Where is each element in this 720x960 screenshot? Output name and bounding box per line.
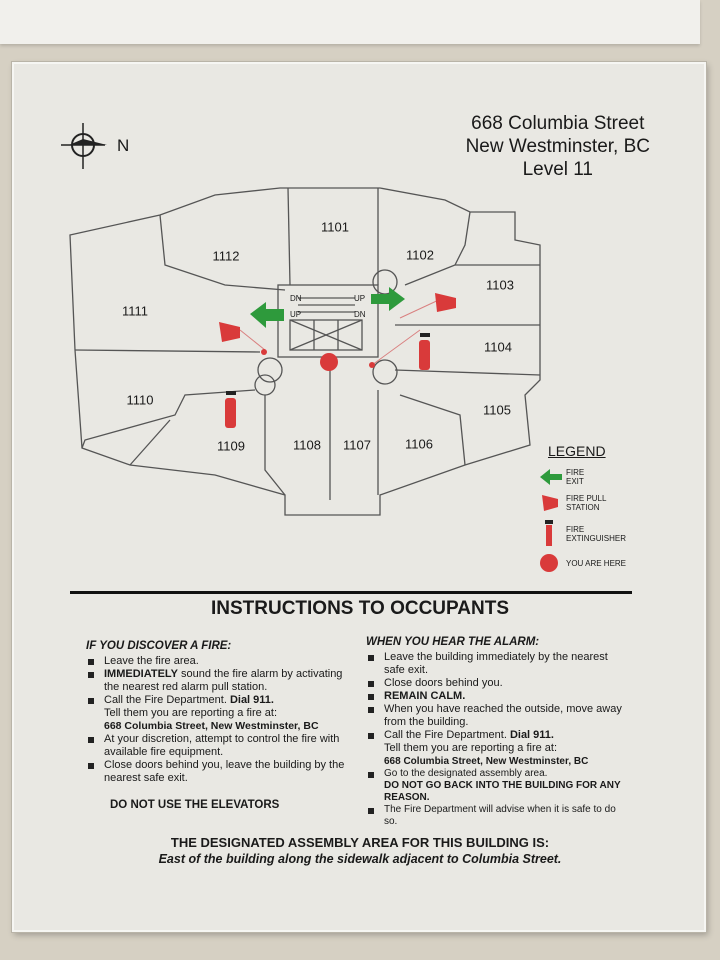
legend-label: FIRE: [566, 468, 585, 477]
instruction-item: IMMEDIATELY sound the fire alarm by acti…: [86, 668, 346, 694]
instruction-item: At your discretion, attempt to control t…: [86, 733, 346, 759]
divider: [70, 591, 632, 594]
compass-north-label: N: [117, 136, 130, 155]
room-label: 1102: [406, 247, 434, 263]
fire-pull-station-icon: [435, 293, 456, 312]
you-are-here-icon: [540, 554, 558, 572]
instructions-title: INSTRUCTIONS TO OCCUPANTS: [210, 598, 510, 619]
floor-plan: [69, 187, 541, 516]
legend-label: YOU ARE HERE: [566, 559, 627, 568]
instruction-item: Leave the building immediately by the ne…: [366, 651, 626, 677]
fire-extinguisher-icon: [419, 340, 430, 370]
stair-label: DN: [290, 294, 302, 303]
stair-label: UP: [290, 310, 302, 319]
instruction-item: Call the Fire Department. Dial 911.Tell …: [86, 694, 346, 733]
room-label: 1110: [126, 392, 154, 408]
room-label: 1108: [293, 437, 321, 453]
evacuation-sign: [12, 62, 706, 932]
room-label: 1103: [486, 277, 514, 293]
compass-icon: [61, 123, 107, 169]
fire-extinguisher-icon: [225, 398, 236, 428]
assembly-heading: THE DESIGNATED ASSEMBLY AREA FOR THIS BU…: [170, 835, 550, 850]
legend-label: STATION: [566, 503, 600, 512]
floor-level: Level 11: [522, 159, 593, 180]
room-label: 1107: [343, 437, 371, 453]
paper-sheet-above: [0, 0, 700, 44]
legend-icons: [540, 469, 562, 572]
room-label: 1111: [121, 303, 149, 319]
building-outline: [69, 187, 541, 516]
room-label: 1105: [483, 402, 511, 418]
fire-pull-station-icon: [219, 322, 240, 342]
instruction-item: Call the Fire Department. Dial 911.Tell …: [366, 729, 626, 768]
hear-alarm-section: WHEN YOU HEAR THE ALARM: Leave the build…: [366, 636, 626, 828]
room-label: 1109: [217, 438, 245, 454]
instruction-item: Close doors behind you, leave the buildi…: [86, 759, 346, 785]
legend-label: EXTINGUISHER: [566, 534, 627, 543]
legend-label: FIRE PULL: [566, 494, 607, 503]
legend-item-you-are-here: YOU ARE HERE: [566, 559, 626, 568]
instruction-item: REMAIN CALM.: [366, 690, 626, 703]
stair-label: UP: [354, 294, 366, 303]
you-are-here-marker: [320, 353, 338, 371]
assembly-location: East of the building along the sidewalk …: [158, 852, 562, 866]
address-street: 668 Columbia Street: [471, 113, 645, 134]
room-label: 1112: [212, 248, 240, 264]
fire-pull-station-icon: [542, 495, 558, 511]
instruction-item: Close doors behind you.: [366, 677, 626, 690]
fire-extinguisher-icon: [546, 525, 552, 546]
fire-exit-arrow-icon: [371, 287, 405, 311]
legend-label: EXIT: [566, 477, 584, 486]
legend-title: LEGEND: [548, 443, 606, 459]
instruction-item: The Fire Department will advise when it …: [366, 804, 626, 828]
stair-label: DN: [354, 310, 366, 319]
building-address: 668 Columbia Street New Westminster, BC …: [466, 112, 650, 181]
fire-exit-arrow-icon: [540, 469, 562, 485]
instruction-item: Leave the fire area.: [86, 655, 346, 668]
instruction-item: Go to the designated assembly area.DO NO…: [366, 768, 626, 804]
address-city: New Westminster, BC: [465, 136, 650, 157]
room-label: 1104: [484, 339, 512, 355]
fire-exit-arrow-icon: [250, 302, 284, 328]
instruction-item: When you have reached the outside, move …: [366, 703, 626, 729]
room-label: 1101: [321, 219, 349, 235]
legend-label: FIRE: [566, 525, 585, 534]
section-heading: WHEN YOU HEAR THE ALARM:: [366, 636, 540, 648]
room-label: 1106: [405, 436, 433, 452]
section-heading: IF YOU DISCOVER A FIRE:: [86, 640, 232, 652]
discover-fire-section: IF YOU DISCOVER A FIRE: Leave the fire a…: [86, 640, 346, 812]
elevator-warning: DO NOT USE THE ELEVATORS: [110, 799, 280, 811]
